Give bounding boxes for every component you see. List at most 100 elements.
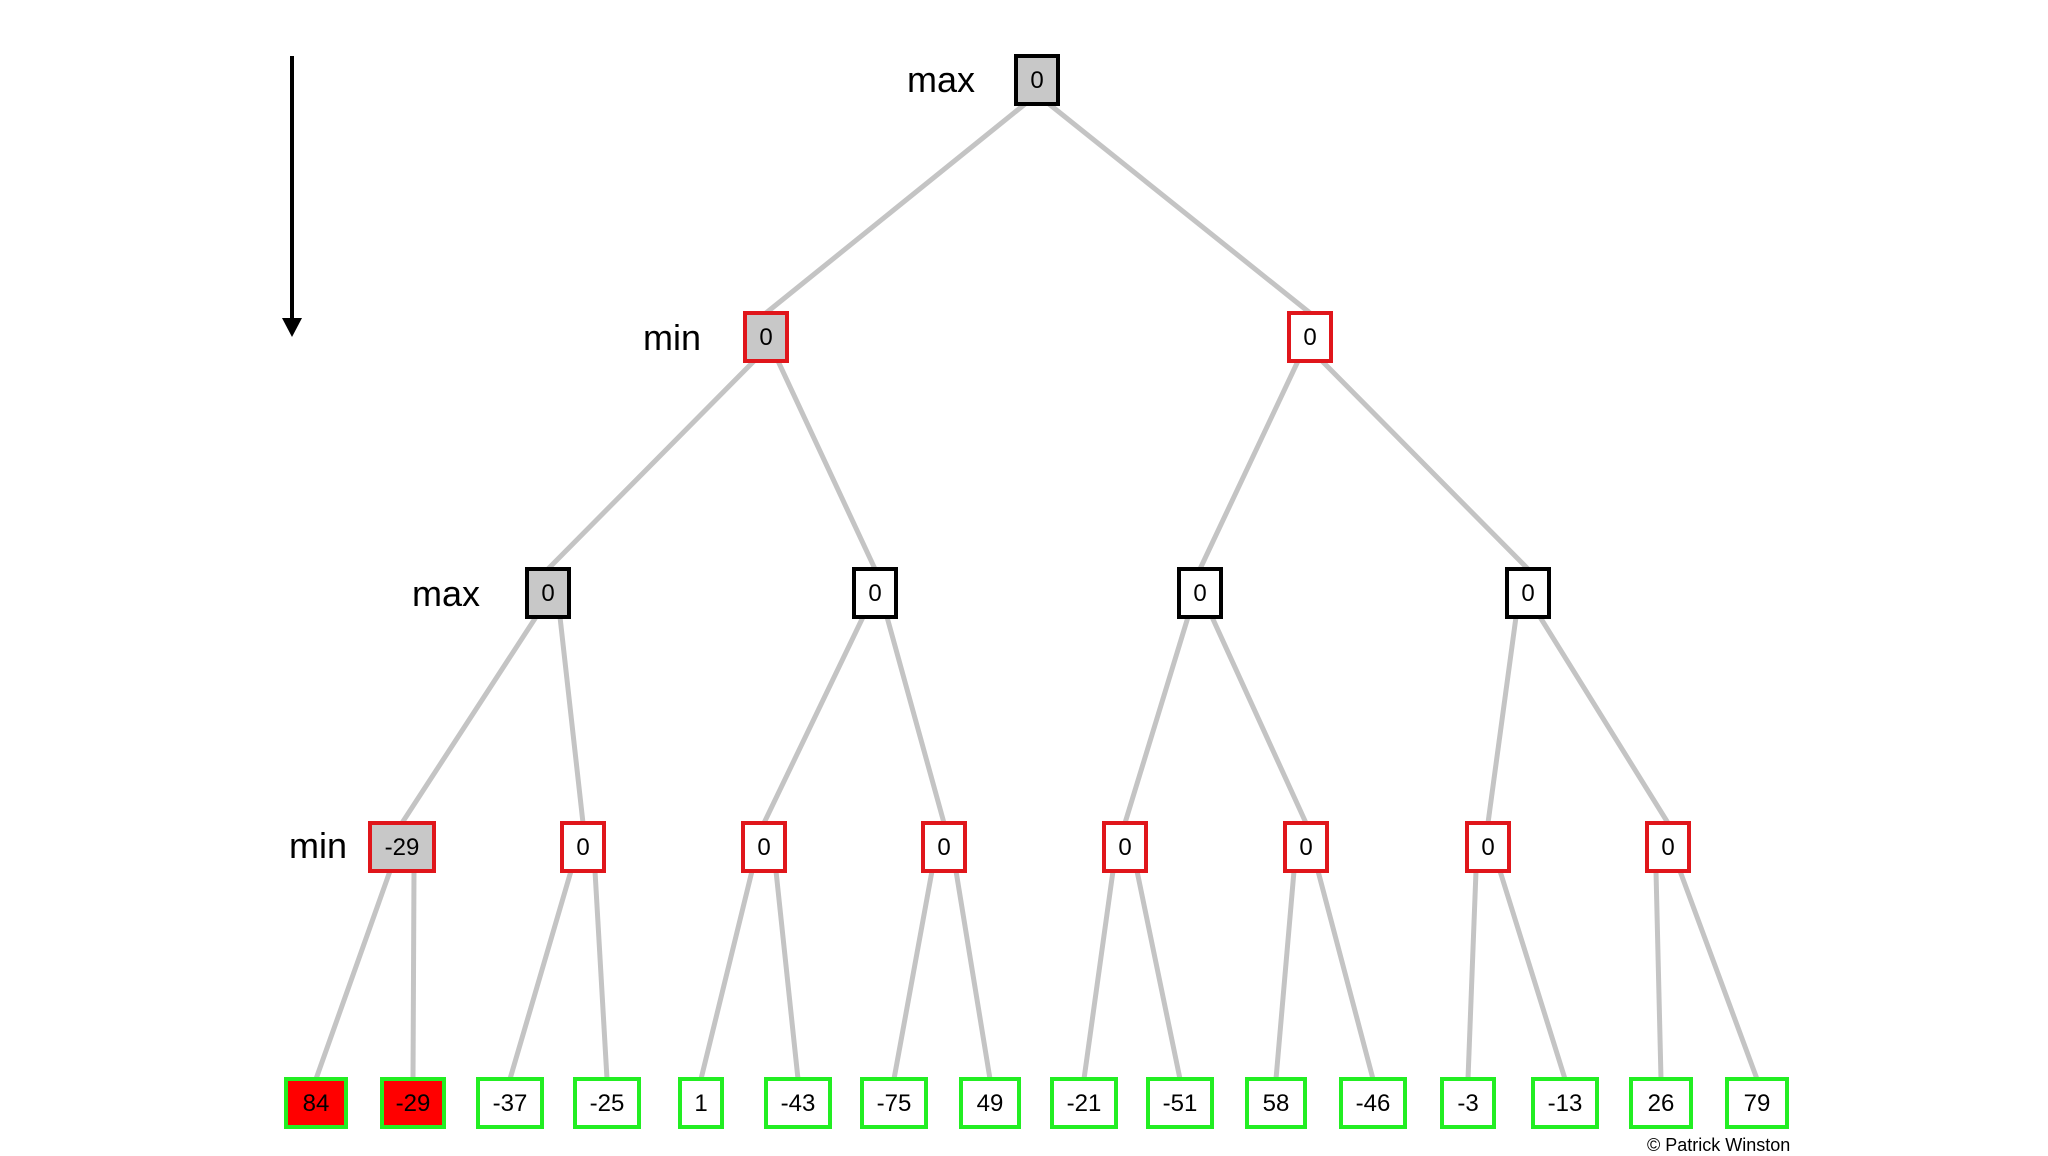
node-value: 0 — [576, 834, 589, 861]
node-box — [1177, 567, 1223, 619]
node-box — [1102, 821, 1148, 873]
min-node: 0 — [1283, 821, 1329, 873]
min-node: 0 — [1287, 311, 1333, 363]
min-node: 0 — [560, 821, 606, 873]
node-value: 0 — [1521, 580, 1534, 607]
leaf-node: -46 — [1339, 1077, 1407, 1129]
level-label-min-1: min — [643, 317, 702, 358]
node-box — [852, 567, 898, 619]
leaf-node: 49 — [959, 1077, 1021, 1129]
node-box — [560, 821, 606, 873]
node-value: 49 — [977, 1090, 1004, 1117]
node-value: 0 — [1193, 580, 1206, 607]
node-box — [368, 821, 436, 873]
level-label-max-2: max — [412, 573, 481, 614]
node-value: 84 — [303, 1090, 330, 1117]
node-box — [1339, 1077, 1407, 1129]
node-value: 0 — [541, 580, 554, 607]
leaf-node: -75 — [860, 1077, 928, 1129]
tree-edge — [545, 358, 757, 572]
tree-edge — [507, 868, 574, 1082]
min-node: 0 — [921, 821, 967, 873]
node-value: 1 — [694, 1090, 707, 1117]
leaf-node: 26 — [1629, 1077, 1693, 1129]
node-value: -46 — [1356, 1090, 1391, 1117]
leaf-node: 84 — [284, 1077, 348, 1129]
tree-edge — [1122, 614, 1191, 826]
tree-edge — [1319, 358, 1531, 572]
node-box — [1531, 1077, 1599, 1129]
node-value: -3 — [1457, 1090, 1478, 1117]
tree-edge — [1653, 868, 1664, 1082]
node-value: -25 — [590, 1090, 625, 1117]
node-box — [860, 1077, 928, 1129]
tree-edge — [410, 868, 417, 1082]
node-value: 58 — [1263, 1090, 1290, 1117]
node-value: 0 — [757, 834, 770, 861]
node-box — [1440, 1077, 1496, 1129]
leaf-node: -29 — [380, 1077, 446, 1129]
max-node: 0 — [1014, 54, 1060, 106]
tree-edge — [1209, 614, 1309, 826]
node-box — [1505, 567, 1551, 619]
node-box — [1050, 1077, 1118, 1129]
node-box — [284, 1077, 348, 1129]
leaf-node: -37 — [476, 1077, 544, 1129]
leaf-node: -21 — [1050, 1077, 1118, 1129]
level-label-max-root: max — [907, 59, 976, 100]
node-value: -29 — [396, 1090, 431, 1117]
tree-edge — [1046, 101, 1313, 316]
tree-edge — [1273, 868, 1297, 1082]
node-box — [1014, 54, 1060, 106]
tree-edge — [1677, 868, 1760, 1082]
node-box — [741, 821, 787, 873]
node-box — [1287, 311, 1333, 363]
copyright-notice: © Patrick Winston — [1647, 1135, 1791, 1155]
arrow-down-icon — [282, 56, 302, 337]
min-node: 0 — [741, 821, 787, 873]
tree-edge — [1081, 868, 1116, 1082]
tree-edge — [1485, 614, 1519, 826]
tree-edge — [557, 614, 586, 826]
node-box — [921, 821, 967, 873]
tree-edge — [763, 101, 1028, 316]
leaf-node: -25 — [573, 1077, 641, 1129]
min-node: 0 — [1102, 821, 1148, 873]
node-value: -43 — [781, 1090, 816, 1117]
node-value: 0 — [759, 324, 772, 351]
node-value: -75 — [877, 1090, 912, 1117]
leaf-node: -43 — [764, 1077, 832, 1129]
node-box — [380, 1077, 446, 1129]
tree-edge — [884, 614, 947, 826]
max-node: 0 — [1505, 567, 1551, 619]
tree-edge — [1315, 868, 1376, 1082]
tree-edge — [399, 614, 539, 826]
node-value: 0 — [1661, 834, 1674, 861]
node-box — [743, 311, 789, 363]
node-value: -21 — [1067, 1090, 1102, 1117]
tree-edge — [773, 868, 801, 1082]
node-value: 0 — [1303, 324, 1316, 351]
node-box — [1629, 1077, 1693, 1129]
node-box — [1645, 821, 1691, 873]
node-box — [573, 1077, 641, 1129]
node-box — [959, 1077, 1021, 1129]
node-value: -51 — [1163, 1090, 1198, 1117]
tree-edge — [698, 868, 755, 1082]
node-box — [1146, 1077, 1214, 1129]
min-node: 0 — [1465, 821, 1511, 873]
min-node: 0 — [743, 311, 789, 363]
tree-edge — [761, 614, 866, 826]
node-box — [764, 1077, 832, 1129]
leaf-node: -51 — [1146, 1077, 1214, 1129]
leaf-node: -13 — [1531, 1077, 1599, 1129]
tree-edge — [1497, 868, 1568, 1082]
leaf-node: 1 — [678, 1077, 724, 1129]
tree-edge — [592, 868, 610, 1082]
min-node: -29 — [368, 821, 436, 873]
node-box — [476, 1077, 544, 1129]
leaf-node: 58 — [1245, 1077, 1307, 1129]
tree-edge — [1134, 868, 1183, 1082]
